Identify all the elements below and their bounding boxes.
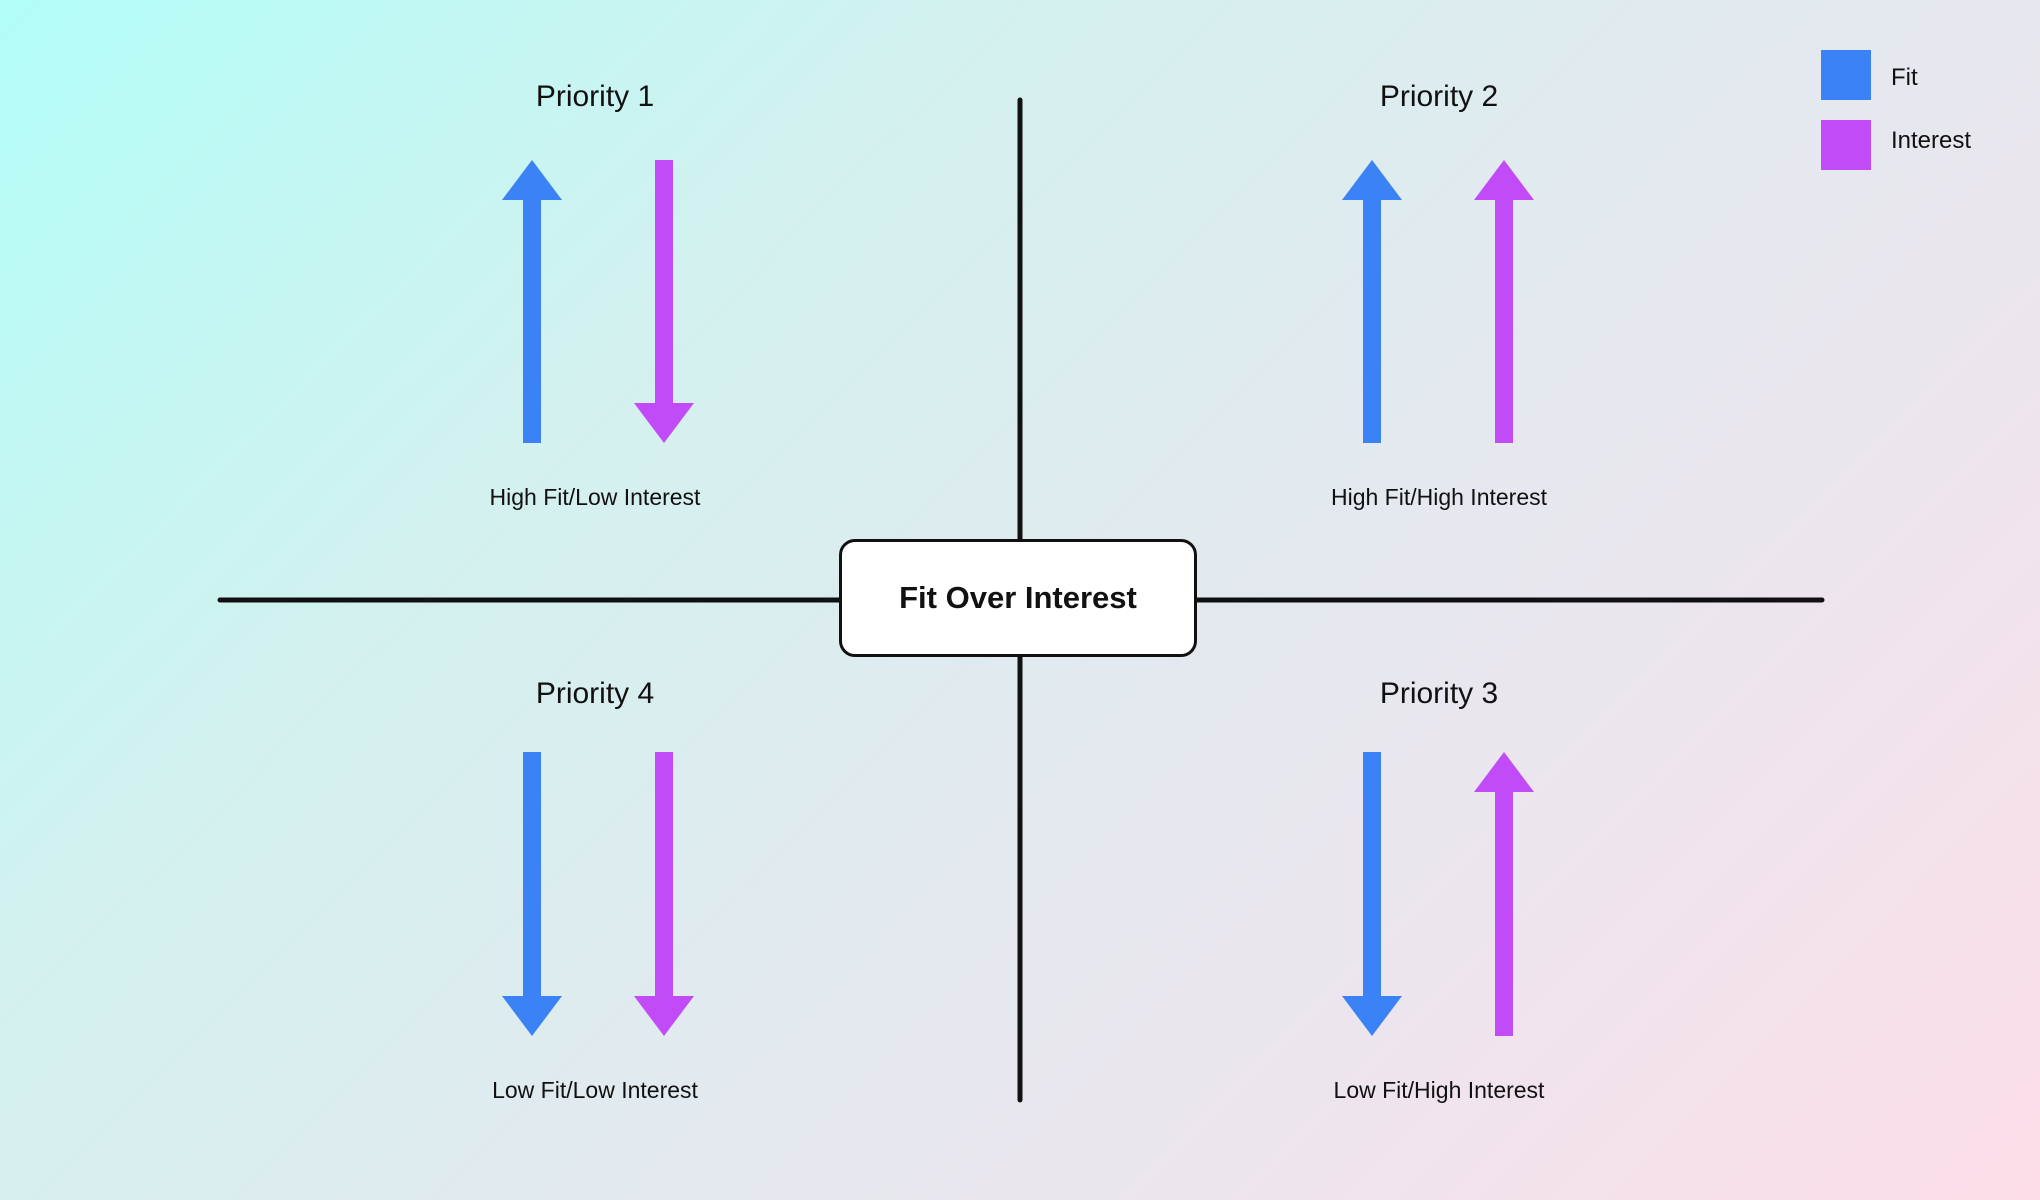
legend-interest-label: Interest (1891, 127, 1972, 154)
q2-priority-title: Priority 2 (1379, 80, 1499, 113)
center-label-box: Fit Over Interest (839, 539, 1197, 657)
q4-quadrant-label: Low Fit/Low Interest (492, 1077, 698, 1103)
q2-quadrant-label: High Fit/High Interest (1330, 484, 1548, 510)
q3-fit-arrow (1342, 752, 1402, 1036)
q4-interest-arrow (634, 752, 694, 1036)
q3-interest-arrow (1474, 752, 1534, 1036)
q2-interest-arrow (1474, 160, 1534, 443)
q3-quadrant-label: Low Fit/High Interest (1333, 1077, 1545, 1103)
q1-interest-arrow (634, 160, 694, 443)
q4-fit-arrow (502, 752, 562, 1036)
legend-interest-swatch (1821, 120, 1871, 170)
q1-quadrant-label: High Fit/Low Interest (489, 484, 701, 510)
q3-priority-title: Priority 3 (1379, 677, 1499, 710)
q1-fit-arrow (502, 160, 562, 443)
center-label: Fit Over Interest (899, 580, 1137, 615)
q2-fit-arrow (1342, 160, 1402, 443)
q4-priority-title: Priority 4 (535, 677, 655, 710)
legend-fit-swatch (1821, 50, 1871, 100)
q1-priority-title: Priority 1 (535, 80, 655, 113)
legend-fit-label: Fit (1891, 64, 1918, 91)
